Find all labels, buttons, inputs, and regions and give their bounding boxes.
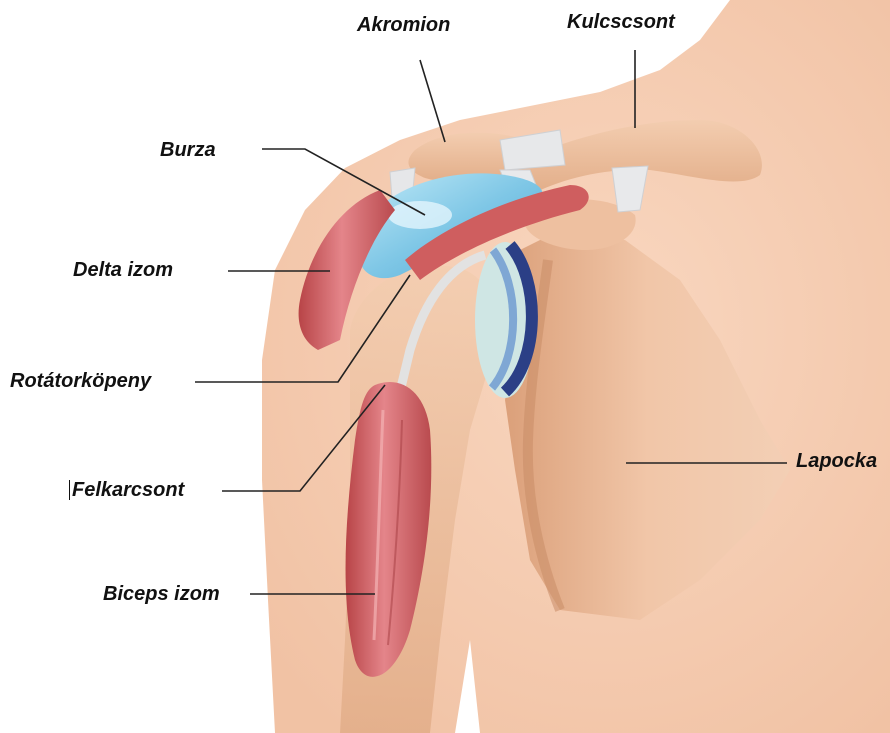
- label-burza: Burza: [160, 140, 216, 160]
- label-lapocka: Lapocka: [796, 451, 877, 471]
- label-kulcscsont: Kulcscsont: [567, 12, 675, 32]
- label-delta-izom: Delta izom: [73, 260, 173, 280]
- label-akromion: Akromion: [357, 15, 450, 35]
- label-rotatorkopeny: Rotátorköpeny: [10, 371, 151, 391]
- bursa-highlight: [388, 201, 452, 229]
- label-felkarcsont: Felkarcsont: [69, 480, 184, 500]
- label-biceps-izom: Biceps izom: [103, 584, 220, 604]
